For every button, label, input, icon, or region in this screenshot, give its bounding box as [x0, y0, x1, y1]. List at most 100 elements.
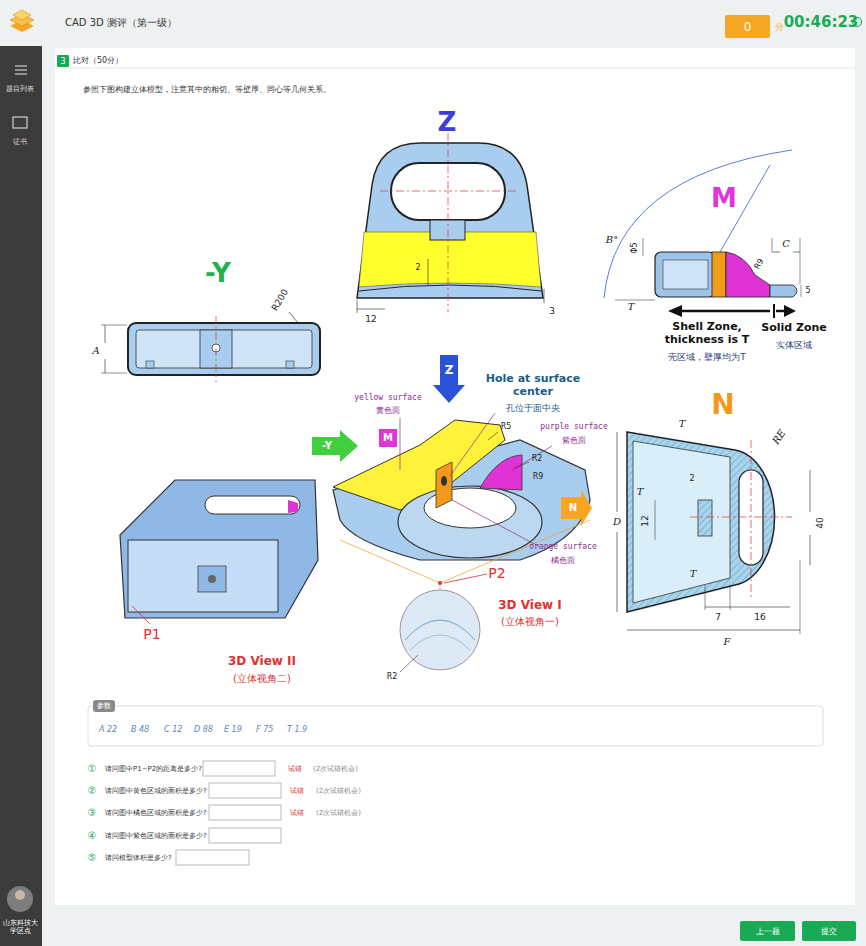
- avatar: [15, 890, 25, 900]
- view-label: N: [711, 389, 734, 421]
- dimension: RE: [770, 428, 788, 447]
- zone-note: 实体区域: [776, 340, 812, 350]
- param: D 88: [194, 725, 213, 734]
- axis-arrow-label: -Y: [322, 440, 332, 452]
- node-text: 3: [60, 57, 65, 66]
- question-text: 请问图中黄色区域的面积是多少?: [105, 787, 207, 795]
- zone-note: Shell Zone, thickness is T: [648, 321, 766, 346]
- question-text: 请问图中橘色区域的面积是多少?: [105, 809, 207, 817]
- try-button: 试错: [290, 787, 304, 795]
- question-number: ④: [88, 830, 97, 842]
- question-number: ①: [88, 763, 97, 775]
- question-text: 请问图中紫色区域的面积是多少?: [105, 832, 207, 840]
- question-number: ③: [88, 807, 97, 819]
- node-text: 参数: [97, 701, 111, 711]
- radius-label: R5: [501, 422, 512, 431]
- list-icon: [15, 66, 27, 74]
- surface-label: 紫色面: [562, 436, 586, 445]
- instruction: 参照下图构建立体模型，注意其中的相切、等壁厚、同心等几何关系。: [83, 85, 331, 94]
- dimension: 5: [805, 286, 810, 295]
- page-title: CAD 3D 测评（第一级）: [65, 17, 177, 29]
- radius-label: R2: [387, 672, 398, 681]
- node-text: 提交: [821, 926, 837, 937]
- unit: 分: [775, 22, 784, 32]
- dimension: F: [724, 636, 731, 648]
- dimension: R200: [270, 287, 291, 312]
- dimension: 12: [640, 515, 650, 526]
- dimension: 40: [815, 517, 825, 528]
- view-label: Z: [438, 108, 457, 138]
- point-label: P2: [488, 565, 505, 581]
- main-panel: [55, 48, 855, 905]
- question-title: 比对（50分）: [73, 56, 123, 65]
- params-panel: [88, 706, 823, 746]
- question-number: ⑤: [88, 852, 97, 864]
- param: C 12: [164, 725, 182, 734]
- z-view: [357, 133, 544, 313]
- dimension: 16: [754, 612, 765, 622]
- user-name: 山东科技大学区点: [0, 919, 40, 935]
- try-note: (2次试错机会): [316, 787, 361, 795]
- param: B 48: [131, 725, 149, 734]
- surface-label: orange surface: [529, 542, 596, 551]
- dimension: 12: [365, 314, 376, 324]
- minus-y-view: [101, 312, 320, 382]
- dimension: T: [679, 418, 686, 430]
- view-title: (立体视角二): [233, 673, 291, 685]
- dimension: T: [628, 301, 635, 313]
- surface-label: 橘色面: [551, 556, 575, 565]
- try-button: 试错: [290, 809, 304, 817]
- point-label: P1: [143, 626, 160, 642]
- axis-arrow-label: M: [383, 432, 393, 444]
- axis-arrow-label: N: [569, 502, 577, 514]
- surface-label: yellow surface: [354, 393, 421, 402]
- try-note: (2次试错机会): [316, 809, 361, 817]
- question-badge: 3: [57, 55, 69, 67]
- dimension: 2: [689, 474, 694, 483]
- logo: [10, 10, 34, 32]
- dimension: D: [613, 516, 621, 528]
- prev-button: 上一题: [740, 921, 795, 941]
- divider: [55, 68, 855, 69]
- param: T 1.9: [287, 725, 307, 734]
- sidebar: [0, 46, 42, 946]
- n-view: [617, 432, 810, 634]
- hole-note: Hole at surface center: [481, 373, 585, 398]
- dimension: 3: [549, 306, 555, 316]
- 3d-view-one: [312, 355, 592, 672]
- view-title: 3D View II: [228, 655, 296, 669]
- score-box: 0: [725, 15, 770, 38]
- try-note: (2次试错机会): [313, 765, 358, 773]
- dimension: 7: [715, 612, 721, 622]
- dimension: 2: [415, 263, 420, 272]
- hole-note: 孔位于面中央: [506, 403, 560, 413]
- dimension: T: [637, 486, 644, 498]
- surface-label: purple surface: [540, 422, 607, 431]
- dimension: C: [782, 238, 790, 250]
- menu-item: 题目列表: [6, 85, 34, 93]
- view-title: (立体视角一): [501, 616, 559, 628]
- view-label: M: [711, 184, 737, 214]
- zone-note: Solid Zone: [761, 322, 827, 335]
- axis-arrow-label: Z: [445, 364, 454, 378]
- question-text: 请问模型体积是多少?: [105, 854, 172, 862]
- dimension: B°: [606, 234, 618, 246]
- avatar: [7, 886, 33, 912]
- view-title: 3D View I: [498, 599, 562, 613]
- timer: 00:46:23: [784, 14, 859, 31]
- 3d-view-two: [120, 480, 318, 624]
- radius-label: R9: [533, 472, 544, 481]
- dimension: R9: [752, 257, 765, 271]
- submit-button: 提交: [802, 921, 856, 941]
- params-tag: 参数: [93, 700, 115, 712]
- node-text: 0: [744, 20, 752, 34]
- param: F 75: [256, 725, 273, 734]
- try-button: 试错: [288, 765, 302, 773]
- question-number: ②: [88, 785, 97, 797]
- view-label: -Y: [205, 259, 231, 289]
- header-bar: [0, 0, 866, 46]
- dimension: T: [690, 568, 697, 580]
- param: E 19: [224, 725, 242, 734]
